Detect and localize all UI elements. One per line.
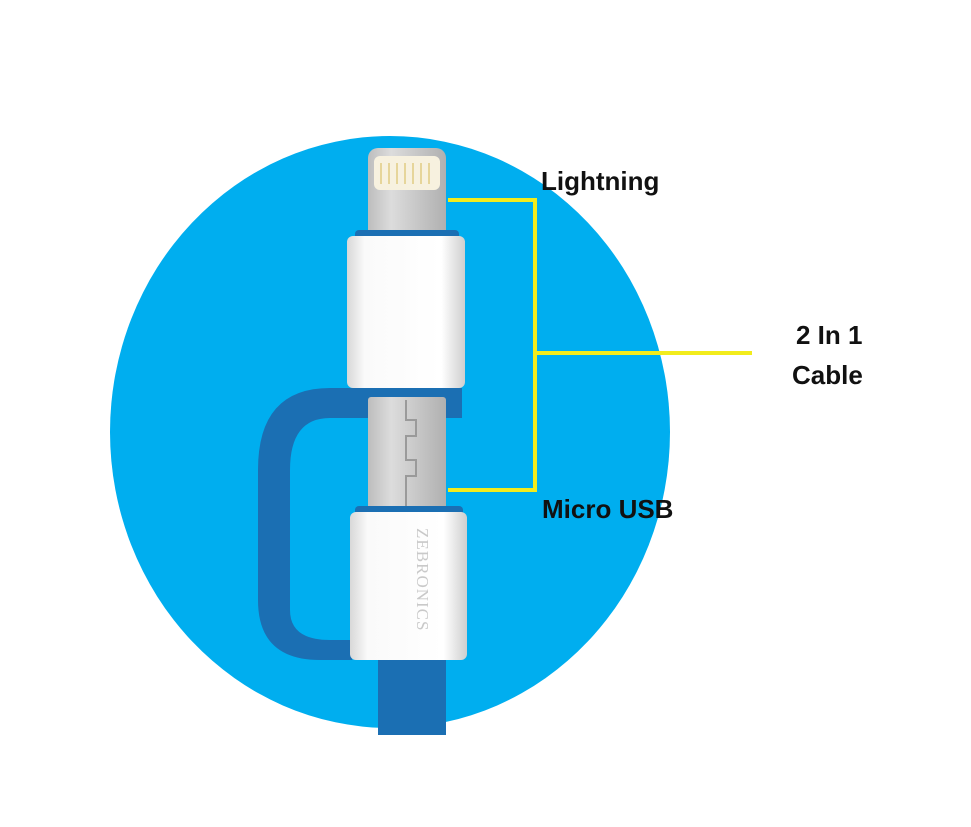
cable-label-line1: 2 In 1 (796, 320, 863, 350)
micro-usb-sleeve (350, 512, 467, 660)
lightning-sleeve (347, 236, 465, 388)
lightning-connector (368, 148, 446, 240)
cable-label-line2: Cable (792, 360, 863, 390)
cable-tail (378, 655, 446, 735)
lightning-label: Lightning (541, 166, 660, 196)
micro-usb-label: Micro USB (542, 494, 674, 524)
brand-logo: ZEBRONICS (413, 528, 432, 631)
callout-lines (448, 198, 752, 492)
micro-usb-connector (368, 397, 446, 515)
